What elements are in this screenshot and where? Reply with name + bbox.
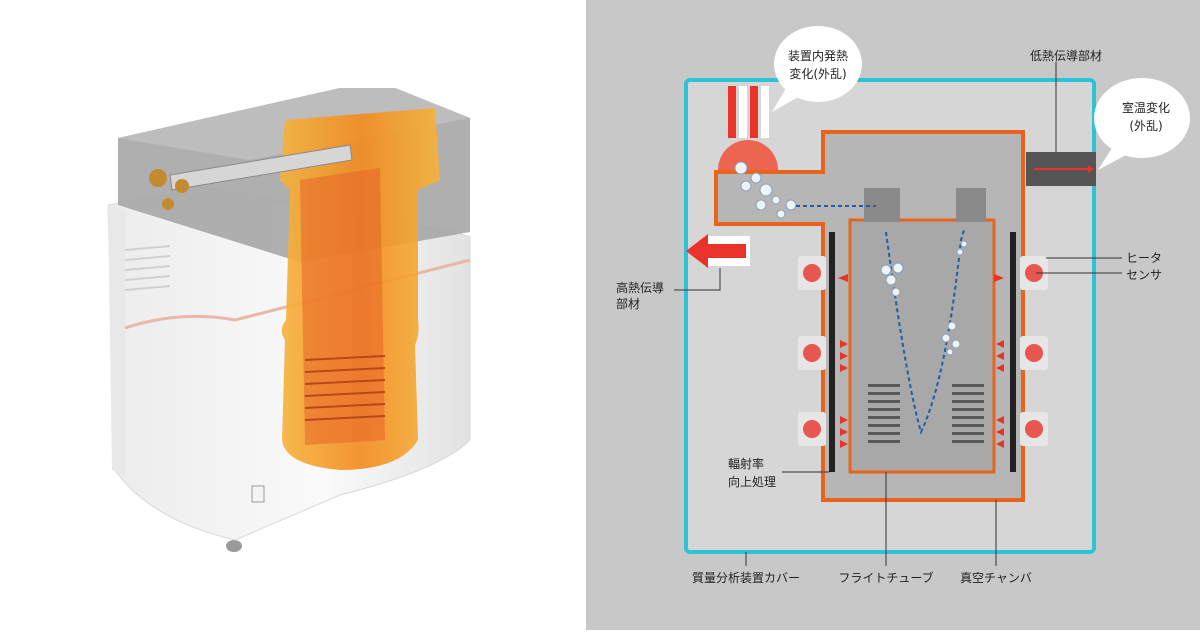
label-sensor: センサ	[1126, 268, 1162, 282]
fitting	[149, 169, 167, 187]
high-conduction-member	[686, 234, 750, 268]
label-high-conduction-2: 部材	[616, 296, 640, 311]
detector-right	[956, 188, 986, 222]
leader-high-conduction	[674, 268, 721, 291]
fitting	[175, 179, 189, 193]
thermal-schematic: 装置内発熱 変化(外乱) 室温変化 (外乱) 低熱伝導部材 ヒータ センサ 高熱…	[616, 26, 1190, 585]
tube-fins	[304, 355, 386, 421]
label-cover: 質量分析装置カバー	[692, 570, 800, 585]
ion-source-rod	[169, 144, 353, 191]
bubble-internal-heat: 装置内発熱 変化(外乱)	[772, 26, 862, 112]
reflectron-left	[868, 384, 900, 443]
fitting	[162, 198, 174, 210]
ion-bubbles-tube	[880, 240, 968, 356]
product-illustration-panel	[0, 0, 586, 630]
label-vacuum-chamber: 真空チャンバ	[960, 571, 1032, 585]
foot	[226, 540, 242, 552]
heat-arrows	[838, 274, 1004, 448]
label-emissivity-1: 輻射率	[728, 456, 764, 471]
label-room-temp-1: 室温変化	[1122, 100, 1170, 115]
rose-stripe	[124, 258, 471, 330]
tube-core	[300, 168, 385, 445]
ion-bubbles-source	[734, 161, 797, 219]
label-high-conduction-1: 高熱伝導	[616, 280, 664, 295]
label-flight-tube: フライトチューブ	[838, 570, 933, 585]
mass-spectrometer-illustration	[107, 88, 471, 552]
emissivity-panel-right	[1010, 232, 1016, 472]
label-heater: ヒータ	[1126, 251, 1162, 265]
label-internal-heat-1: 装置内発熱	[788, 49, 848, 63]
power-switch	[251, 485, 265, 503]
heaters-left	[798, 256, 826, 446]
heaters-right	[1020, 256, 1048, 446]
reflectron-right	[952, 384, 984, 443]
emissivity-panel-left	[829, 232, 835, 472]
label-internal-heat-2: 変化(外乱)	[789, 66, 846, 81]
vent-grille	[124, 245, 171, 291]
label-room-temp-2: (外乱)	[1129, 119, 1162, 133]
label-low-conduction: 低熱伝導部材	[1030, 48, 1102, 63]
label-emissivity-2: 向上処理	[728, 474, 776, 489]
ion-path	[796, 205, 965, 435]
thermal-schematic-panel: 装置内発熱 変化(外乱) 室温変化 (外乱) 低熱伝導部材 ヒータ センサ 高熱…	[586, 0, 1200, 630]
bubble-room-temp: 室温変化 (外乱)	[1094, 78, 1190, 170]
cabinet-front	[108, 205, 125, 475]
